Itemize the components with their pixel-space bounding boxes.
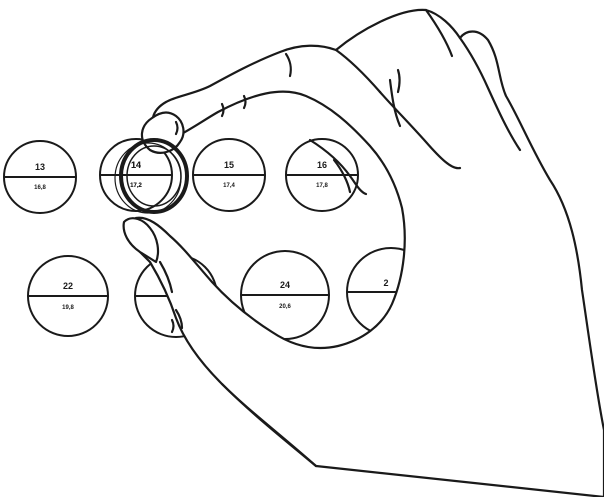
sizer-circle-size-label: 15	[224, 160, 234, 170]
sizer-circle-size-label-overlay: 14	[131, 160, 141, 170]
sizer-circle-size-label: 24	[280, 280, 290, 290]
sizer-circle-16: 16 17,8	[286, 139, 358, 211]
sizer-circle-mm-label: 19,8	[62, 305, 74, 311]
sizer-circle-mm-label-overlay: 17,2	[130, 183, 142, 189]
sizer-circle-13: 13 16,8	[4, 141, 76, 213]
sizer-circle-size-label: 13	[35, 162, 45, 172]
hand-icon	[124, 10, 604, 497]
sizer-circle-size-label: 16	[317, 160, 327, 170]
sizer-circle-size-label: 22	[63, 281, 73, 291]
sizer-circle-mm-label: 16,8	[34, 185, 46, 191]
sizer-circle-size-label: 2	[383, 278, 388, 288]
sizer-circle-mm-label: 17,4	[223, 183, 235, 189]
sizer-circle-mm-label: 17,8	[316, 183, 328, 189]
sizer-circle-22: 22 19,8	[28, 256, 108, 336]
sizer-circle-mm-label: 20,6	[279, 304, 291, 310]
sizer-circle-15: 15 17,4	[193, 139, 265, 211]
